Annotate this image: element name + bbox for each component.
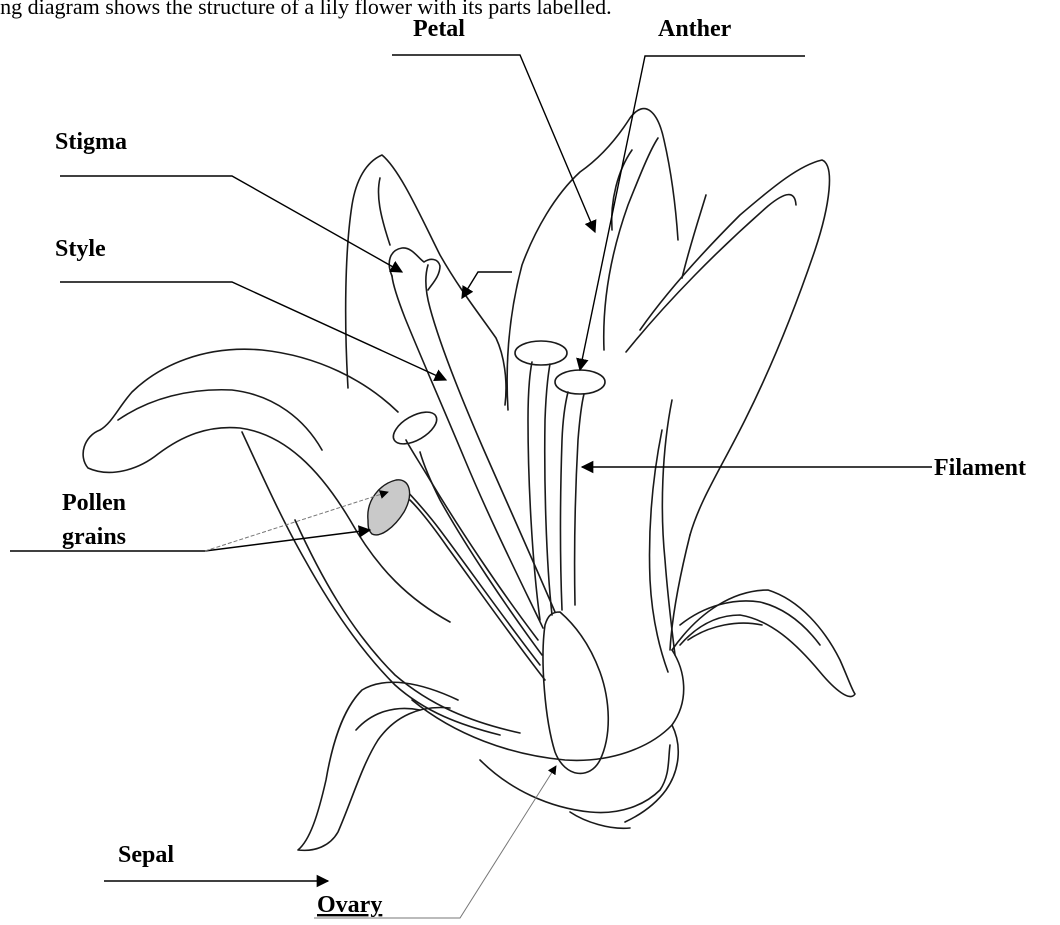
leader-lines [10, 55, 932, 918]
label-sepal: Sepal [118, 842, 174, 868]
filament-upper-1 [528, 362, 540, 620]
sepal-right-vein2 [688, 623, 762, 640]
petal-center-vein [612, 150, 632, 230]
filament-lower-1 [406, 490, 540, 665]
anther-upper [515, 341, 567, 365]
filament-right-2 [575, 394, 584, 605]
label-pollen-line1: Pollen [62, 490, 126, 516]
petal-right [640, 160, 829, 535]
tepal-left-outer-vein [118, 390, 322, 450]
filament-upper-2 [545, 364, 552, 615]
label-stigma: Stigma [55, 129, 127, 155]
sepal-left-vein [356, 708, 420, 730]
label-pollen-line2: grains [62, 524, 126, 550]
label-filament: Filament [934, 455, 1026, 481]
receptacle [480, 745, 670, 813]
flower-cup-left [295, 520, 520, 733]
tepal-left-lower-edge [242, 432, 500, 735]
style-tube-right [426, 265, 555, 612]
label-petal: Petal [413, 16, 465, 42]
back-tepal-left-vein [378, 178, 390, 245]
leader-anther [580, 56, 805, 370]
label-style: Style [55, 236, 106, 262]
pollen-grains [368, 480, 410, 535]
petal-right-inner [626, 195, 796, 352]
label-anther: Anther [658, 16, 732, 42]
petal-right-fold [682, 195, 706, 278]
leader-style [60, 282, 446, 380]
petal-center-right-edge [604, 138, 658, 350]
leader-pollen-grey [205, 492, 388, 551]
leader-tepal-small [462, 272, 512, 298]
filament-right-1 [561, 392, 569, 610]
filament-left-2 [420, 452, 542, 655]
leader-petal [392, 55, 595, 232]
stem-bottom [570, 812, 630, 828]
anther-left [388, 406, 442, 451]
flower-illustration [83, 109, 855, 851]
flower-cup-base [412, 650, 684, 760]
leader-stigma [60, 176, 402, 272]
anther-right [555, 370, 605, 394]
sepal-right [672, 590, 855, 697]
header-text-fragment: ing diagram shows the structure of a lil… [0, 0, 612, 19]
sepal-left [298, 682, 458, 850]
ovary-shape [543, 612, 608, 773]
label-ovary: Ovary [317, 892, 382, 918]
